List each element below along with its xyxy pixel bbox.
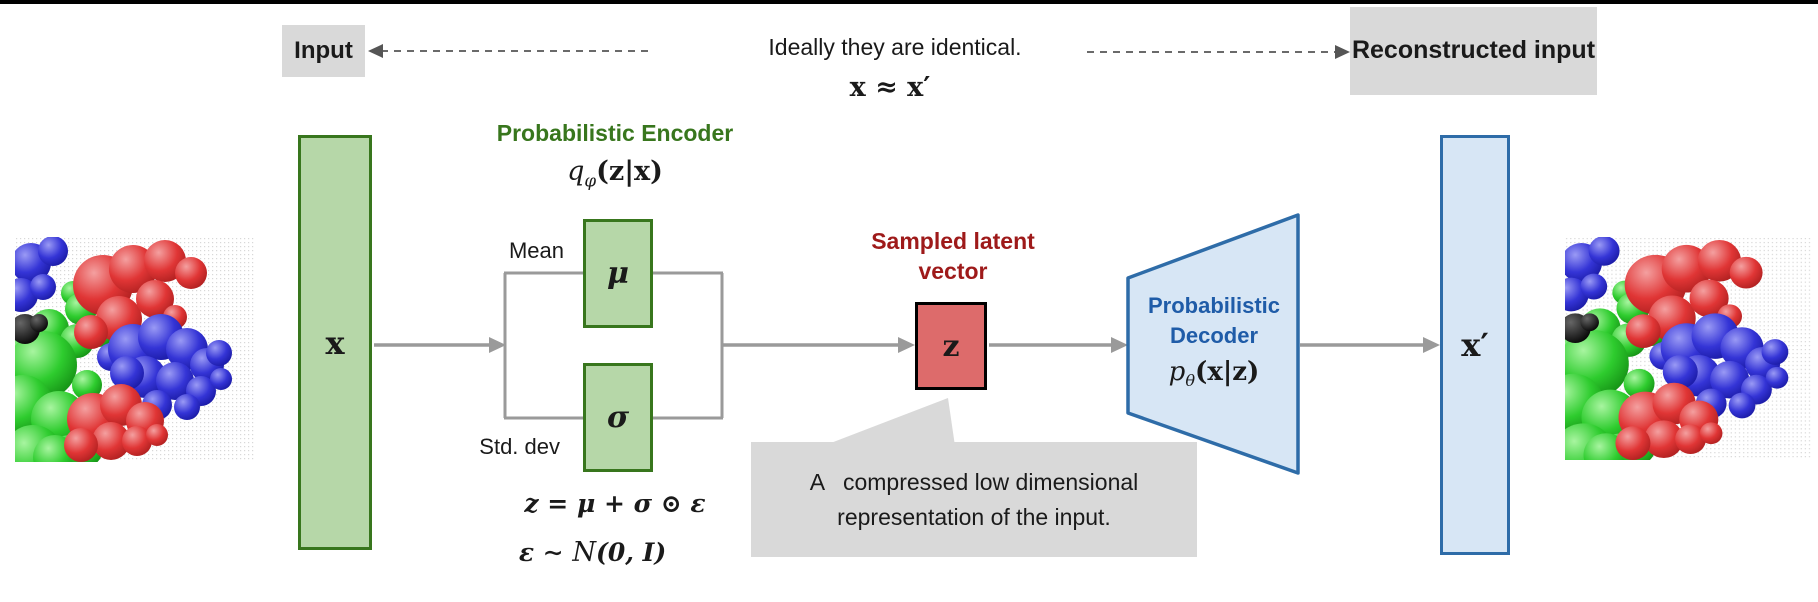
decoder-title-line2: Decoder <box>1169 323 1259 349</box>
arrowhead-encoder-to-z <box>898 337 915 353</box>
input-label-box: Input <box>282 25 365 77</box>
arrowhead-x-to-encoder <box>489 337 506 353</box>
std-dev-label: Std. dev <box>479 434 560 459</box>
dashed-arrowhead-right <box>1335 45 1350 59</box>
mean-label: Mean <box>508 238 564 263</box>
latent-callout: A compressed low dimensional representat… <box>751 442 1197 557</box>
encoder-formula-args: (z|x) <box>596 156 663 187</box>
input-label: Input <box>294 37 353 64</box>
encoder-title: Probabilistic Encoder <box>496 120 734 146</box>
reconstructed-label-box: Reconstructed input <box>1350 7 1597 95</box>
decoder-formula-subscript: θ <box>1185 370 1196 390</box>
encoder-formula-subscript: φ <box>584 170 597 191</box>
noise-formula-lhs: ε ∼ <box>518 538 573 567</box>
identity-formula: x ≈ x′ <box>849 72 931 103</box>
reconstructed-label: Reconstructed input <box>1351 36 1596 65</box>
x-prime-label: x′ <box>1461 326 1489 364</box>
encoder-formula-base: q <box>567 156 585 187</box>
decoder-formula: pθ(x|z) <box>1130 356 1298 390</box>
mu-symbol: μ <box>607 256 629 291</box>
identity-note: Ideally they are identical. <box>768 34 1022 60</box>
reconstructed-molecule-image <box>1565 237 1812 460</box>
callout-line2: representation of the input. <box>837 503 1111 530</box>
mu-node: μ <box>583 219 653 328</box>
decoder-formula-args: (x|z) <box>1195 356 1260 387</box>
sigma-symbol: σ <box>606 400 630 435</box>
reconstructed-vector-column: x′ <box>1440 135 1510 555</box>
sampled-latent-vector-label: Sampled latent vector <box>871 228 1035 285</box>
callout-pointer <box>823 398 955 446</box>
latent-vector-node: z <box>915 302 987 390</box>
dashed-arrowhead-left <box>368 44 383 58</box>
sigma-node: σ <box>583 363 653 472</box>
decoder-title-line1: Probabilistic <box>1147 293 1281 318</box>
sampling-formula: z = μ + σ ⊙ ε <box>524 489 706 518</box>
noise-formula: ε ∼ N(0, I) <box>490 537 695 568</box>
encoder-formula: qφ(z|x) <box>515 156 715 190</box>
input-vector-column: x <box>298 135 372 550</box>
decoder-formula-base: p <box>1168 356 1186 387</box>
decoder-trapezoid <box>1126 213 1300 475</box>
input-molecule-image <box>15 237 255 462</box>
top-border-bar <box>0 0 1818 4</box>
callout-line1: A compressed low dimensional <box>809 469 1139 495</box>
noise-formula-distribution: N <box>572 537 597 568</box>
decoder-text-block: Probabilistic Decoder pθ(x|z) <box>1130 291 1298 390</box>
arrowhead-decoder-to-xprime <box>1423 337 1440 353</box>
noise-formula-args: (0, I) <box>596 538 667 567</box>
x-label: x <box>325 323 345 362</box>
arrowhead-z-to-decoder <box>1111 337 1128 353</box>
z-symbol: z <box>942 328 960 364</box>
